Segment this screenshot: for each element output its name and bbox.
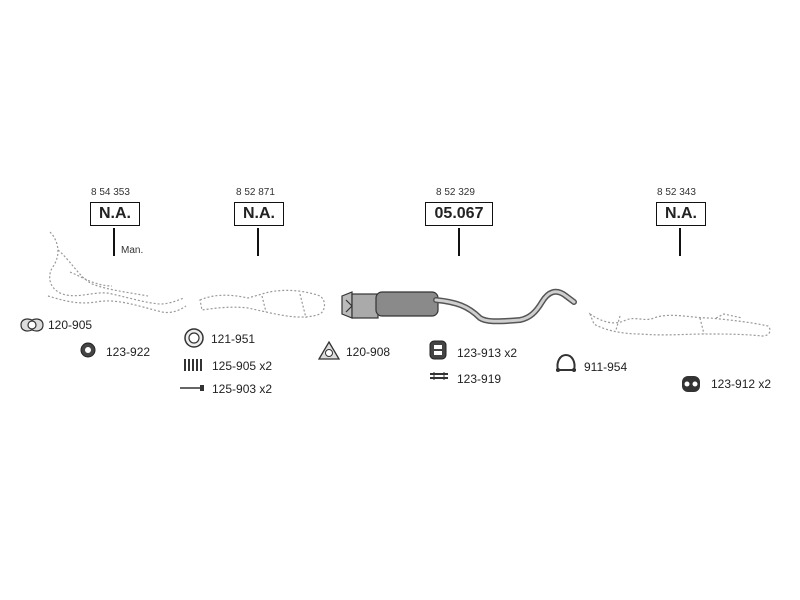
- part-125-903-x2: 125-903 x2: [212, 382, 273, 396]
- section-3-stem: [458, 228, 460, 256]
- part-121-951: 121-951: [211, 332, 256, 346]
- clamp-icon: [556, 353, 576, 372]
- part-123-922: 123-922: [106, 345, 151, 359]
- section-4-ref: 8 52 343: [657, 187, 696, 198]
- part-120-908: 120-908: [346, 345, 391, 359]
- rear-silencer-illustration: [588, 312, 771, 337]
- triangle-gasket-icon: [317, 340, 341, 360]
- rubber-hanger-icon: [682, 376, 700, 392]
- section-3-status-box: 05.067: [425, 202, 493, 226]
- strap-icon: [430, 372, 448, 380]
- section-4-status-box: N.A.: [656, 202, 706, 226]
- manifold-illustration: [47, 231, 187, 314]
- part-123-919: 123-919: [457, 372, 502, 386]
- part-911-954: 911-954: [584, 360, 628, 374]
- part-120-905: 120-905: [48, 318, 93, 332]
- section-2-stem: [257, 228, 259, 256]
- gasket-flange-icon: [20, 318, 44, 332]
- seal-ring-icon: [184, 328, 204, 348]
- rubber-mount-icon: [429, 340, 447, 360]
- section-1-stem: [113, 228, 115, 256]
- rubber-ring-icon: [80, 342, 96, 358]
- part-123-913-x2: 123-913 x2: [457, 346, 518, 360]
- section-2-status-box: N.A.: [234, 202, 284, 226]
- section-1-status-box: N.A.: [90, 202, 140, 226]
- section-3-ref: 8 52 329: [436, 187, 475, 198]
- spring-icon: [184, 359, 202, 371]
- part-123-912-x2: 123-912 x2: [711, 377, 772, 391]
- part-125-905-x2: 125-905 x2: [212, 359, 273, 373]
- front-pipe-illustration: [199, 289, 326, 319]
- section-1-ref: 8 54 353: [91, 187, 130, 198]
- middle-silencer-illustration: [341, 288, 577, 325]
- section-4-stem: [679, 228, 681, 256]
- bolt-icon: [180, 385, 204, 391]
- manifold-label: Man.: [121, 245, 144, 256]
- section-2-ref: 8 52 871: [236, 187, 275, 198]
